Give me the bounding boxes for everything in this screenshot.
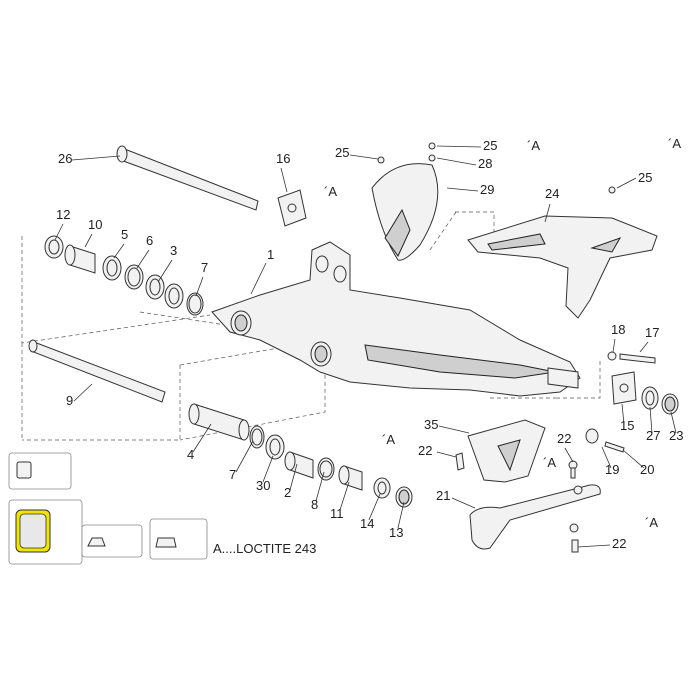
leader-line (250, 262, 267, 295)
leader-line (262, 455, 274, 483)
callout-label: 1 (267, 247, 274, 262)
callout-label: 24 (545, 186, 559, 201)
leader-line (622, 449, 645, 469)
callout-label: 16 (276, 151, 290, 166)
adjuster-parts (607, 351, 679, 415)
leader-line (577, 544, 611, 548)
callout-label: 26 (58, 151, 72, 166)
callout-label: 7 (229, 467, 236, 482)
part-26-pivot-shaft (116, 145, 259, 211)
lower-bearing-stack (188, 403, 413, 508)
leader-line (639, 341, 649, 353)
callout-label: 25 (335, 145, 349, 160)
leader-line (436, 145, 482, 148)
callout-label: 15 (620, 418, 634, 433)
callout-label: 12 (56, 207, 70, 222)
leader-line (157, 259, 173, 283)
leader-line (73, 383, 93, 402)
legend-text: A....LOCTITE 243 (213, 541, 316, 556)
leader-line (649, 406, 653, 434)
leader-line (446, 187, 479, 192)
callout-label: 22 (418, 443, 432, 458)
leader-line (621, 403, 625, 425)
part-35-slider-plate (455, 419, 578, 483)
leader-line (235, 440, 254, 473)
callout-label: 20 (640, 462, 654, 477)
callout-label: 13 (389, 525, 403, 540)
callout-label: 7 (201, 260, 208, 275)
leader-line (368, 493, 381, 521)
leader-line (71, 155, 121, 161)
leader-line (339, 481, 350, 511)
part-21-chain-slider (469, 484, 601, 553)
leader-line (670, 411, 677, 434)
callout-label: 11 (330, 506, 344, 521)
callout-label: 22 (557, 431, 571, 446)
leader-line (280, 167, 288, 193)
leader-line (195, 276, 204, 297)
part-16-block (277, 189, 307, 227)
callout-label: 19 (605, 462, 619, 477)
callout-label: ´A (527, 138, 540, 153)
callout-label: 30 (256, 478, 270, 493)
part-9-lower-shaft (28, 339, 166, 403)
part-24-chain-guard (467, 186, 658, 319)
parts-19-20 (585, 428, 625, 453)
callout-label: 4 (187, 447, 194, 462)
callout-label: 3 (170, 243, 177, 258)
leader-line (315, 471, 325, 502)
part-33-box (81, 524, 143, 558)
callout-label: ´A (668, 136, 681, 151)
leader-line (397, 501, 405, 529)
callout-label: ´A (645, 515, 658, 530)
callout-label: ´A (543, 455, 556, 470)
callout-label: 10 (88, 217, 102, 232)
callout-label: 35 (424, 417, 438, 432)
leader-line (544, 203, 551, 223)
callout-label: 27 (646, 428, 660, 443)
callout-label: 2 (284, 485, 291, 500)
leader-line (113, 243, 125, 259)
leader-line (564, 447, 574, 463)
part-31-box (8, 452, 72, 490)
callout-label: 29 (480, 182, 494, 197)
part-34-box (149, 518, 208, 560)
callout-label: 14 (360, 516, 374, 531)
leader-line (616, 177, 637, 189)
callout-label: 21 (436, 488, 450, 503)
callout-label: ´A (382, 432, 395, 447)
part-32-box (8, 499, 83, 565)
leader-line (289, 463, 298, 491)
leader-line (54, 223, 64, 241)
leader-line (136, 249, 150, 269)
callout-label: 23 (669, 428, 683, 443)
leader-line (451, 497, 476, 509)
callout-label: 17 (645, 325, 659, 340)
leader-line (436, 451, 457, 458)
leader-line (349, 154, 379, 160)
leader-line (84, 233, 93, 248)
callout-label: 28 (478, 156, 492, 171)
upper-bearing-stack (44, 235, 204, 316)
callout-label: 6 (146, 233, 153, 248)
callout-label: 9 (66, 393, 73, 408)
callout-label: 22 (612, 536, 626, 551)
leader-line (436, 157, 477, 166)
leader-line (612, 338, 616, 353)
callout-label: 25 (638, 170, 652, 185)
callout-label: 8 (311, 497, 318, 512)
part-1-swingarm (211, 241, 581, 397)
part-29-mudguard (371, 142, 439, 261)
leader-line (438, 425, 470, 434)
leader-line (601, 446, 612, 469)
callout-label: ´A (324, 184, 337, 199)
callout-label: 18 (611, 322, 625, 337)
callout-label: 5 (121, 227, 128, 242)
leader-line (192, 423, 212, 453)
callout-label: 25 (483, 138, 497, 153)
